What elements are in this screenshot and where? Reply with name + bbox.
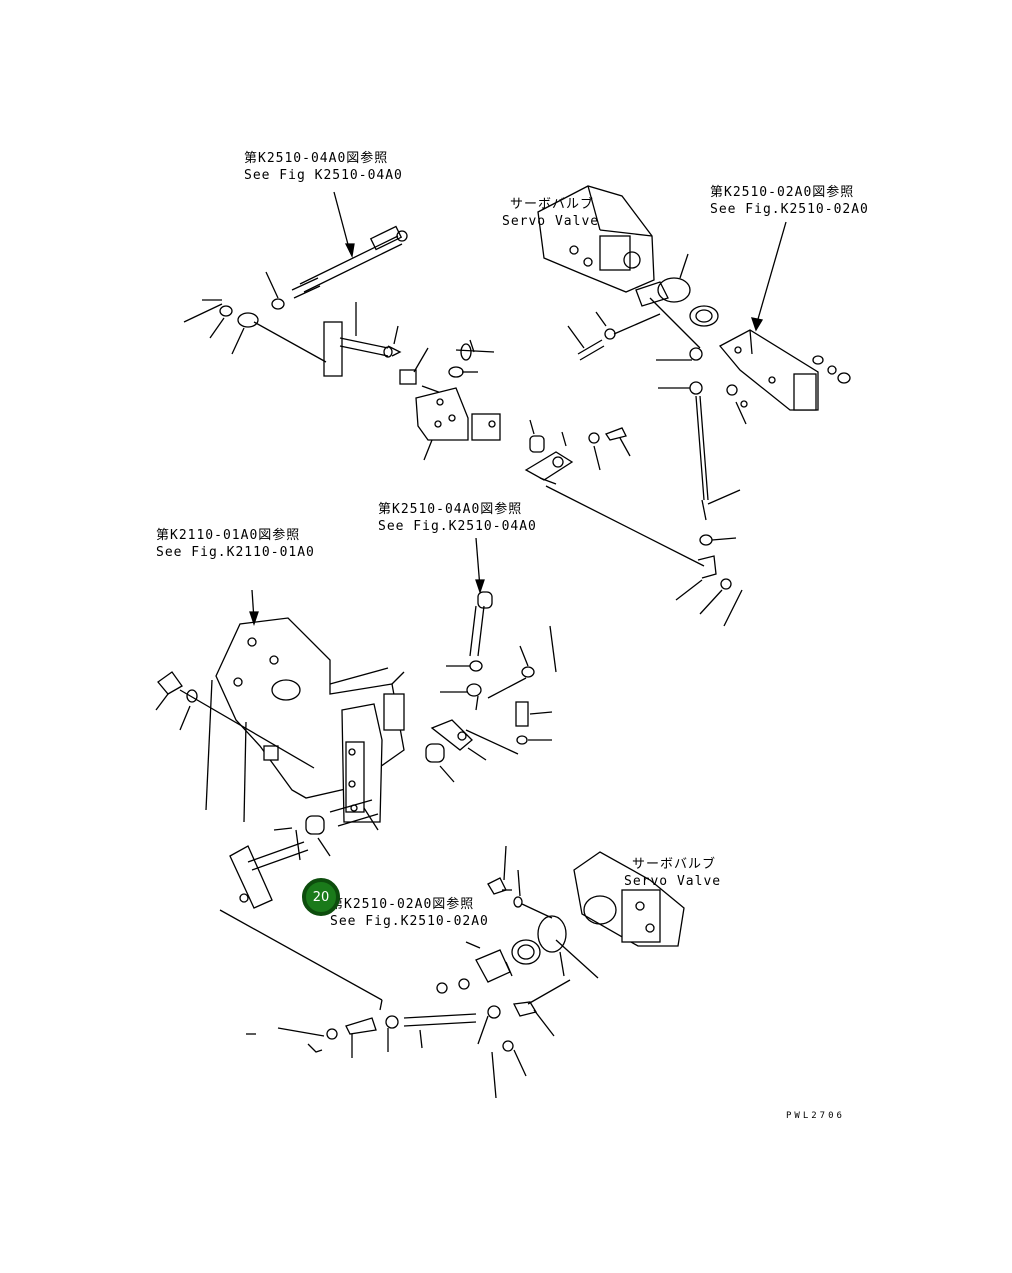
reference-en: See Fig K2510-04A0: [244, 168, 403, 183]
servo-valve-label-top: サーボバルブ Servo Valve: [502, 196, 599, 230]
servo-valve-en: Servo Valve: [502, 214, 600, 229]
reference-en: See Fig.K2510-04A0: [378, 519, 537, 534]
reference-jp: 第K2510-02A0図参照: [710, 185, 855, 200]
reference-jp: 第K2110-01A0図参照: [156, 528, 301, 543]
servo-valve-en: Servo Valve: [624, 874, 722, 889]
reference-jp: 第K2510-02A0図参照: [330, 897, 475, 912]
part-callout-20[interactable]: 20: [302, 878, 340, 916]
reference-label-bottom: 第K2510-02A0図参照 See Fig.K2510-02A0: [330, 896, 489, 930]
servo-valve-label-bottom: サーボバルブ Servo Valve: [624, 856, 721, 890]
middle-rod-assembly: [425, 537, 557, 783]
reference-en: See Fig.K2110-01A0: [156, 545, 315, 560]
reference-en: See Fig.K2510-02A0: [330, 914, 489, 929]
servo-valve-jp: サーボバルブ: [510, 197, 595, 212]
drawing-code: PWL2706: [786, 1111, 845, 1121]
servo-valve-bottom: [246, 845, 685, 1099]
reference-label-middle: 第K2510-04A0図参照 See Fig.K2510-04A0: [378, 501, 537, 535]
reference-label-left: 第K2110-01A0図参照 See Fig.K2110-01A0: [156, 527, 315, 561]
reference-label-top-center: 第K2510-04A0図参照 See Fig K2510-04A0: [244, 150, 403, 184]
reference-label-top-right: 第K2510-02A0図参照 See Fig.K2510-02A0: [710, 184, 869, 218]
frame-assembly: [155, 589, 405, 1011]
servo-valve-jp: サーボバルブ: [632, 857, 717, 872]
servo-valve-top: [537, 185, 851, 627]
upper-rod-assembly: [183, 191, 705, 567]
reference-jp: 第K2510-04A0図参照: [378, 502, 523, 517]
reference-en: See Fig.K2510-02A0: [710, 202, 869, 217]
reference-jp: 第K2510-04A0図参照: [244, 151, 389, 166]
